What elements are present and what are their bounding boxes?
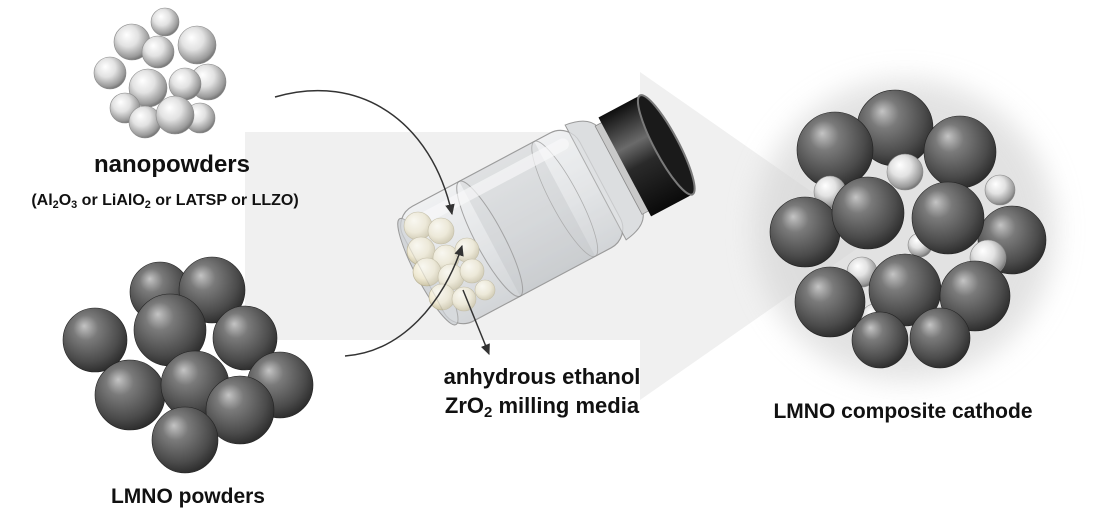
- formula-subscript: 2: [144, 199, 151, 212]
- media-text: ZrO: [444, 393, 485, 418]
- formula-subscript: 2: [52, 199, 59, 212]
- zro2-ball: [427, 217, 455, 245]
- lmno-powders-label: LMNO powders: [110, 485, 265, 508]
- zro2-ball: [474, 279, 496, 301]
- lmno-powder-cluster: [62, 256, 314, 474]
- formula-text: or LiAlO: [77, 192, 145, 209]
- jar-glass-overlay: [400, 129, 624, 325]
- zro2-ball: [451, 286, 477, 312]
- nanopowders-formula: (Al2O3 or LiAlO2 or LATSP or LLZO): [0, 192, 330, 212]
- composite-cathode-cluster: [769, 89, 1047, 369]
- nanopowder-sphere: [177, 25, 217, 65]
- lmno-sphere: [205, 375, 275, 445]
- nanopowder-sphere: [155, 95, 195, 135]
- lmno-sphere: [909, 307, 971, 369]
- lmno-sphere: [911, 181, 985, 255]
- lmno-sphere: [151, 406, 219, 474]
- lmno-sphere: [212, 305, 278, 371]
- zro2-ball: [459, 258, 485, 284]
- nanopowder-sphere: [984, 174, 1016, 206]
- lmno-sphere: [831, 176, 905, 250]
- nanopowder-sphere: [150, 7, 180, 37]
- media-text: milling media: [492, 393, 640, 418]
- milling-media-balls: [403, 211, 496, 312]
- jar-cap-top: [636, 94, 696, 196]
- lmno-sphere: [794, 266, 866, 338]
- curved-arrow-lmno: [344, 244, 464, 357]
- milling-media-label: ZrO2 milling media: [432, 393, 652, 421]
- lmno-sphere: [923, 115, 997, 189]
- jar-cap: [598, 95, 693, 217]
- formula-text: O: [58, 192, 72, 209]
- milling-solvent-label: anhydrous ethanol: [443, 364, 641, 389]
- nanopowder-sphere: [886, 153, 924, 191]
- formula-subscript: 3: [71, 199, 78, 212]
- media-subscript: 2: [484, 404, 493, 422]
- lmno-sphere: [769, 196, 841, 268]
- nanopowder-sphere: [93, 56, 127, 90]
- nanopowders-label: nanopowders: [93, 151, 250, 178]
- nanopowder-cluster: [93, 7, 227, 139]
- lmno-sphere: [62, 307, 128, 373]
- lmno-sphere: [851, 311, 909, 369]
- composite-cathode-label: LMNO composite cathode: [773, 400, 1033, 423]
- curved-arrow-nanopowders: [274, 89, 455, 216]
- nanopowder-sphere: [141, 35, 175, 69]
- formula-text: (Al: [31, 192, 53, 209]
- nanopowder-sphere: [168, 67, 202, 101]
- lmno-sphere: [94, 359, 166, 431]
- formula-text: or LATSP or LLZO): [150, 192, 299, 209]
- media-pointer-arrow: [462, 289, 490, 356]
- jar-ring: [531, 140, 599, 258]
